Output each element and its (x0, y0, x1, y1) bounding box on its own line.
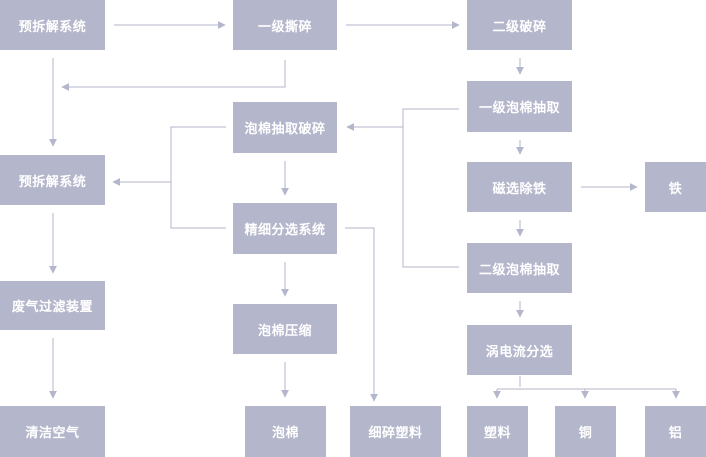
node-pre-disassembly-top: 预拆解系统 (0, 0, 105, 50)
node-fine-plastic: 细碎塑料 (350, 406, 441, 457)
node-foam: 泡棉 (245, 406, 326, 457)
node-secondary-foam-extract: 二级泡棉抽取 (467, 243, 572, 293)
arrow-shred-feedback (61, 60, 286, 91)
node-exhaust-filter: 废气过滤装置 (0, 281, 105, 330)
node-eddy-current: 涡电流分选 (467, 325, 572, 375)
node-primary-foam-extract: 一级泡棉抽取 (467, 81, 572, 132)
node-pre-disassembly-mid: 预拆解系统 (0, 155, 105, 205)
bracket-right (402, 108, 459, 268)
node-primary-shred: 一级撕碎 (233, 0, 337, 50)
node-fine-sorting: 精细分选系统 (233, 203, 337, 254)
node-plastic: 塑料 (467, 406, 528, 457)
node-magnetic-separation: 磁选除铁 (467, 162, 572, 212)
node-aluminum: 铝 (645, 406, 706, 457)
node-copper: 铜 (555, 406, 616, 457)
node-secondary-crush: 二级破碎 (467, 0, 572, 50)
node-foam-extract-crush: 泡棉抽取破碎 (233, 102, 337, 153)
node-iron: 铁 (645, 162, 706, 212)
node-foam-compress: 泡棉压缩 (233, 304, 337, 354)
bracket-left (170, 126, 226, 229)
arrow-fine-to-plastic (345, 227, 378, 402)
node-clean-air: 清洁空气 (0, 406, 105, 457)
